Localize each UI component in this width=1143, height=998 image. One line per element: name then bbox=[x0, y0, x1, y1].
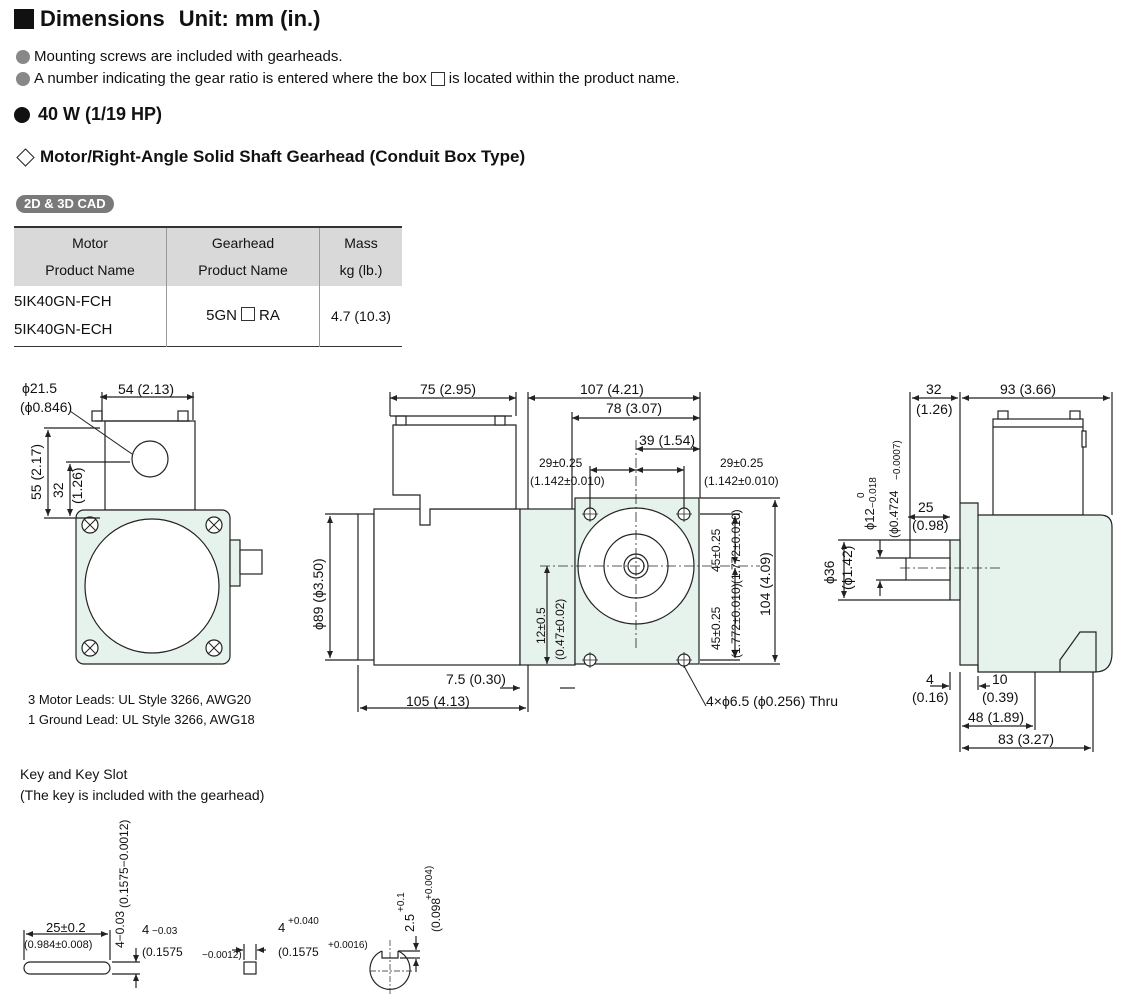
front-32-in-label: (1.26) bbox=[69, 467, 85, 504]
mass-cell: 4.7 (10.3) bbox=[331, 307, 391, 324]
right-83-label: 83 (3.27) bbox=[998, 731, 1054, 747]
side-105-label: 105 (4.13) bbox=[406, 693, 470, 709]
key-4b-tol: +0.040 bbox=[288, 916, 319, 927]
title-square-icon bbox=[14, 9, 34, 29]
right-48-label: 48 (1.89) bbox=[968, 709, 1024, 725]
right-4-in-label: (0.16) bbox=[912, 689, 949, 705]
right-phi12-in-tol: −0.0007) bbox=[892, 440, 903, 480]
key-4a-in-tol: −0.0012) bbox=[202, 950, 242, 961]
right-25-label: 25 bbox=[918, 499, 934, 515]
side-45a-in-label: (1.772±0.010) bbox=[729, 509, 743, 584]
bullet-icon bbox=[16, 71, 30, 86]
key-25-in-label: (0.984±0.008) bbox=[24, 939, 92, 951]
side-29a-label: 29±0.25 bbox=[539, 456, 583, 470]
key-4a-label: 4 bbox=[142, 922, 149, 937]
cad-badge[interactable]: 2D & 3D CAD bbox=[16, 195, 114, 213]
right-4-label: 4 bbox=[926, 671, 934, 687]
right-93-label: 93 (3.66) bbox=[1000, 381, 1056, 397]
side-75-label: 75 (2.95) bbox=[420, 381, 476, 397]
side-holes-label: 4×ϕ6.5 (ϕ0.256) Thru bbox=[706, 693, 838, 709]
front-view bbox=[44, 392, 263, 665]
key-2-5-tol: +0.1 bbox=[396, 892, 407, 912]
key-2-5-label: 2.5 bbox=[402, 914, 417, 932]
page-title: Dimensions Unit: mm (in.) bbox=[14, 6, 320, 32]
bullet-icon bbox=[14, 106, 30, 123]
right-25-in-label: (0.98) bbox=[912, 517, 949, 533]
right-10-label: 10 bbox=[992, 671, 1008, 687]
key-4b-in-label: (0.1575 bbox=[278, 945, 319, 959]
note-mounting-screws: Mounting screws are included with gearhe… bbox=[16, 48, 343, 65]
right-36-in-label: (ϕ1.42) bbox=[839, 546, 855, 590]
motor-cell: 5IK40GN-FCH 5IK40GN-ECH bbox=[14, 286, 167, 346]
right-32-in-label: (1.26) bbox=[916, 401, 953, 417]
key-25-label: 25±0.2 bbox=[46, 920, 86, 935]
side-45b-in-label: (1.772±0.010) bbox=[729, 583, 743, 658]
right-view bbox=[838, 392, 1113, 752]
right-phi12-tol-hi: 0 bbox=[856, 492, 867, 498]
key-4b-label: 4 bbox=[278, 920, 285, 935]
note-gear-ratio: A number indicating the gear ratio is en… bbox=[16, 70, 680, 87]
key-caption: Key and Key Slot (The key is included wi… bbox=[20, 766, 265, 803]
key-4-vert-in-label: (0.1575−0.0012) bbox=[117, 820, 131, 908]
power-heading: 40 W (1/19 HP) bbox=[14, 104, 162, 125]
key-4b-in-tol: +0.0016) bbox=[328, 940, 368, 951]
key-2-5-in-label: (0.098 bbox=[429, 898, 443, 932]
side-107-label: 107 (4.21) bbox=[580, 381, 644, 397]
right-32-label: 32 bbox=[926, 381, 942, 397]
box-icon bbox=[430, 71, 445, 86]
side-104-label: 104 (4.09) bbox=[757, 552, 773, 616]
key-4a-in-label: (0.1575 bbox=[142, 945, 183, 959]
side-29b-in-label: (1.142±0.010) bbox=[704, 474, 779, 488]
side-89-label: ϕ89 (ϕ3.50) bbox=[310, 558, 326, 630]
side-view bbox=[325, 392, 780, 712]
right-phi12-in-label: (ϕ0.4724 bbox=[887, 490, 901, 538]
key-4a-tol: −0.03 bbox=[152, 926, 178, 937]
side-39-label: 39 (1.54) bbox=[639, 432, 695, 448]
right-phi12-tol-lo: −0.018 bbox=[868, 477, 879, 508]
right-36-label: ϕ36 bbox=[821, 560, 837, 584]
front-32-label: 32 bbox=[50, 482, 66, 498]
side-29b-label: 29±0.25 bbox=[720, 456, 764, 470]
front-55-label: 55 (2.17) bbox=[28, 444, 44, 500]
side-12-label: 12±0.5 bbox=[534, 607, 548, 644]
right-phi12-label: ϕ12 bbox=[862, 508, 877, 530]
front-54-label: 54 (2.13) bbox=[118, 381, 174, 397]
section-subtitle: Motor/Right-Angle Solid Shaft Gearhead (… bbox=[16, 147, 525, 167]
front-phi-in-label: (ϕ0.846) bbox=[20, 399, 72, 415]
key-2-5-in-tol: +0.004) bbox=[424, 866, 435, 900]
leads-note: 3 Motor Leads: UL Style 3266, AWG20 1 Gr… bbox=[28, 692, 255, 727]
side-7-5-label: 7.5 (0.30) bbox=[446, 671, 506, 687]
key-4-vert-label: 4−0.03 bbox=[113, 911, 127, 948]
side-29a-in-label: (1.142±0.010) bbox=[530, 474, 605, 488]
front-phi-label: ϕ21.5 bbox=[22, 380, 57, 396]
bullet-icon bbox=[16, 49, 30, 64]
side-78-label: 78 (3.07) bbox=[606, 400, 662, 416]
side-12-in-label: (0.47±0.02) bbox=[553, 599, 567, 660]
right-10-in-label: (0.39) bbox=[982, 689, 1019, 705]
key-views bbox=[23, 930, 420, 996]
side-45a-label: 45±0.25 bbox=[709, 528, 723, 572]
box-icon bbox=[241, 307, 255, 322]
side-45b-label: 45±0.25 bbox=[709, 606, 723, 650]
